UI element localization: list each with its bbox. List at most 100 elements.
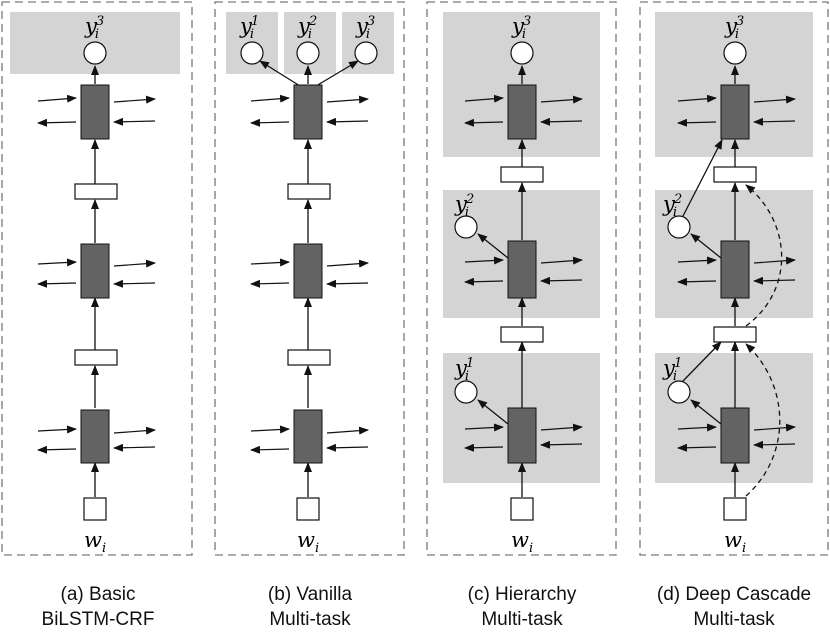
backward-arrow	[37, 118, 77, 127]
forward-arrow	[677, 256, 717, 265]
output-node-y2	[667, 215, 691, 239]
input-label-w: wi	[511, 528, 533, 556]
output-node-y3	[723, 41, 747, 65]
panel-b: yi1 yi2 yi3 wi	[214, 1, 405, 556]
lstm-block	[293, 243, 323, 299]
backward-arrow	[464, 118, 504, 127]
output1-to-hidden1-arrow	[682, 341, 722, 382]
forward-arrow	[113, 95, 156, 104]
forward-arrow	[113, 426, 156, 435]
lstm-block	[80, 243, 110, 299]
hidden-box	[287, 183, 331, 200]
backward-arrow	[464, 443, 504, 452]
output-label-y1: yi1	[662, 356, 682, 384]
input-label-w: wi	[724, 528, 746, 556]
input-box	[83, 497, 107, 521]
output-label-y2: yi2	[454, 192, 474, 220]
input-box	[296, 497, 320, 521]
caption-line2: Multi-task	[693, 609, 775, 630]
forward-arrow	[677, 94, 717, 103]
hidden-box	[74, 183, 118, 200]
backward-arrow	[326, 117, 369, 126]
forward-arrow	[540, 256, 583, 265]
backward-arrow	[540, 117, 583, 126]
caption-line1: (d) Deep Cascade	[656, 584, 812, 605]
caption-line2: Multi-task	[481, 609, 563, 630]
forward-arrow	[540, 423, 583, 432]
forward-arrow	[464, 423, 504, 432]
input-label-w: wi	[297, 528, 319, 556]
output-label-y3: yi3	[355, 14, 375, 42]
backward-arrow	[37, 445, 77, 454]
caption-panel-a: (a) Basic BiLSTM-CRF	[0, 582, 198, 632]
lstm-block	[507, 407, 537, 464]
backward-arrow	[250, 279, 290, 288]
backward-arrow	[250, 118, 290, 127]
lstm-block	[507, 84, 537, 140]
caption-panel-d: (d) Deep Cascade Multi-task	[634, 582, 830, 632]
forward-arrow	[37, 425, 77, 434]
output-node-y1	[454, 380, 478, 404]
backward-arrow	[113, 279, 156, 288]
forward-arrow	[753, 95, 796, 104]
skip-connection-input-to-hidden1	[745, 343, 781, 497]
caption-panel-c: (c) Hierarchy Multi-task	[422, 582, 622, 632]
backward-arrow	[113, 117, 156, 126]
output2-to-lstm3-arrow	[682, 139, 723, 217]
hidden-box	[500, 166, 544, 183]
backward-arrow	[326, 279, 369, 288]
caption-line2: Multi-task	[269, 609, 351, 630]
lstm2-to-output2-arrow	[690, 233, 722, 259]
output-label-y3: yi3	[511, 14, 531, 42]
caption-line1: (a) Basic	[60, 584, 136, 605]
lstm-block	[293, 84, 323, 140]
output-node-y2	[296, 41, 320, 65]
backward-arrow	[753, 276, 796, 285]
panel-d-border	[639, 1, 829, 556]
hidden-box	[287, 349, 331, 366]
lstm-block	[507, 240, 537, 299]
backward-arrow	[326, 443, 369, 452]
lstm-block	[293, 409, 323, 464]
forward-arrow	[326, 95, 369, 104]
output-label-y3: yi3	[724, 14, 744, 42]
forward-arrow	[540, 95, 583, 104]
forward-arrow	[677, 423, 717, 432]
backward-arrow	[250, 445, 290, 454]
lstm2-to-output2-arrow	[477, 233, 509, 259]
backward-arrow	[753, 117, 796, 126]
panel-c-border	[426, 1, 617, 556]
backward-arrow	[464, 277, 504, 286]
lstm1-to-output1-arrow	[477, 399, 509, 425]
caption-line1: (b) Vanilla	[267, 584, 353, 605]
output-label-y2: yi2	[297, 14, 317, 42]
backward-arrow	[677, 277, 717, 286]
forward-arrow	[113, 259, 156, 268]
forward-arrow	[464, 94, 504, 103]
forward-arrow	[37, 258, 77, 267]
hidden-box	[713, 166, 757, 183]
lstm-block	[720, 240, 750, 299]
output-label-y3: yi3	[84, 14, 104, 42]
hidden-box	[74, 349, 118, 366]
output-node-y1	[240, 41, 264, 65]
forward-arrow	[250, 94, 290, 103]
forward-arrow	[326, 426, 369, 435]
backward-arrow	[677, 118, 717, 127]
lstm-block	[80, 84, 110, 140]
output-node-y3	[510, 41, 534, 65]
caption-line1: (c) Hierarchy	[467, 584, 577, 605]
lstm3-to-output3-arrow	[315, 60, 359, 87]
panel-b-border	[214, 1, 405, 556]
input-box	[723, 497, 747, 521]
backward-arrow	[113, 443, 156, 452]
forward-arrow	[464, 256, 504, 265]
hidden-box	[713, 326, 757, 343]
backward-arrow	[540, 440, 583, 449]
output-node-y3	[354, 41, 378, 65]
output-label-y1: yi1	[239, 14, 259, 42]
lstm-block	[720, 84, 750, 140]
hidden-box	[500, 326, 544, 343]
panel-c: yi3 yi2 yi1 wi	[426, 1, 617, 556]
